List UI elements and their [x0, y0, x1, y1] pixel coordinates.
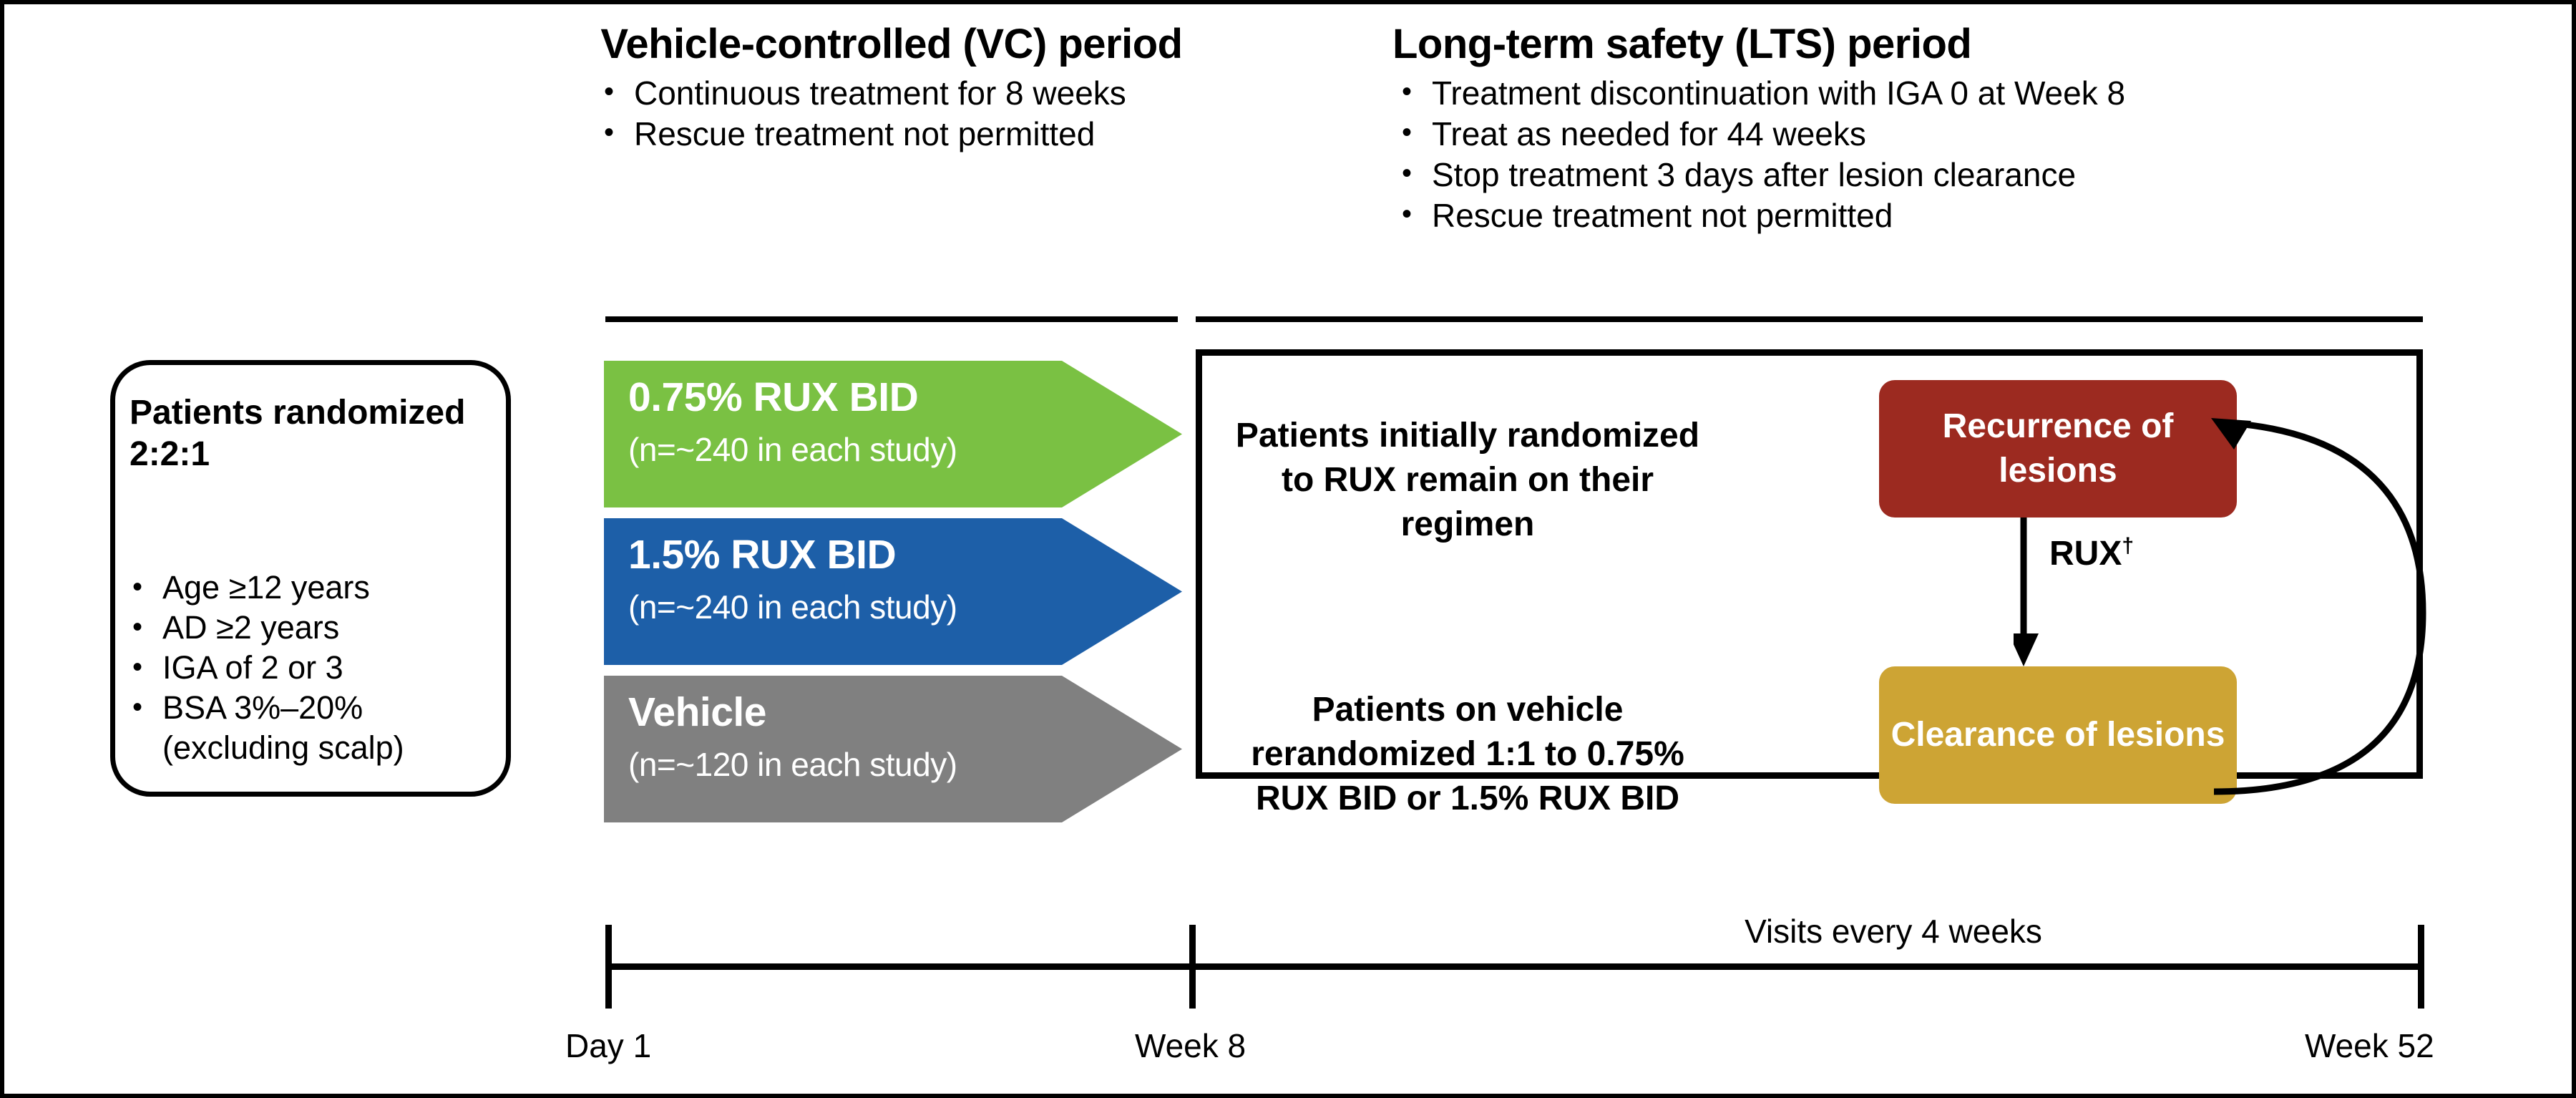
- criterion-item: AD ≥2 years: [125, 607, 512, 648]
- lts-period-bullets: Treatment discontinuation with IGA 0 at …: [1396, 72, 2125, 236]
- vc-bullet: Continuous treatment for 8 weeks: [598, 72, 1126, 114]
- recurrence-label: Recurrence of lesions: [1942, 407, 2174, 490]
- criterion-text: Age ≥12 years: [162, 569, 370, 606]
- criterion-text: AD ≥2 years: [162, 609, 340, 646]
- lts-bullet: Treatment discontinuation with IGA 0 at …: [1396, 72, 2125, 114]
- criterion-item: BSA 3%–20% (excluding scalp): [125, 687, 512, 768]
- eligibility-criteria-list: Age ≥12 years AD ≥2 years IGA of 2 or 3 …: [125, 567, 512, 768]
- treatment-arm-vehicle: Vehicle (n=~120 in each study): [604, 676, 1182, 822]
- treatment-arm-rux-15: 1.5% RUX BID (n=~240 in each study): [604, 518, 1182, 665]
- lts-bullet: Treat as needed for 44 weeks: [1396, 112, 2125, 155]
- lts-period-title: Long-term safety (LTS) period: [1392, 21, 1972, 67]
- arm-sample-size: (n=~120 in each study): [628, 746, 957, 783]
- timeline-tick-week8: [1189, 925, 1196, 1009]
- timeline-axis: [605, 963, 2424, 970]
- rux-treatment-arrow-label: RUX†: [2049, 534, 2135, 573]
- clearance-label: Clearance of lesions: [1890, 716, 2225, 754]
- timeline-tick-week52: [2418, 925, 2424, 1009]
- timeline-tick-day1: [605, 925, 612, 1009]
- criterion-text: IGA of 2 or 3: [162, 649, 343, 686]
- visits-frequency-note: Visits every 4 weeks: [1745, 913, 2042, 950]
- criterion-text: BSA 3%–20%: [162, 689, 364, 726]
- timeline-label-day1: Day 1: [565, 1027, 652, 1064]
- down-arrow-icon: [2014, 518, 2039, 666]
- clearance-of-lesions-box: Clearance of lesions: [1879, 666, 2237, 804]
- lts-bullet: Rescue treatment not permitted: [1396, 194, 2125, 236]
- criterion-text-continued: (excluding scalp): [162, 729, 404, 766]
- patients-randomized-title: Patients randomized 2:2:1: [130, 394, 466, 473]
- timeline-label-week52: Week 52: [2305, 1027, 2434, 1064]
- arm-sample-size: (n=~240 in each study): [628, 431, 957, 468]
- criterion-item: Age ≥12 years: [125, 567, 512, 608]
- arm-label: 0.75% RUX BID: [628, 374, 919, 420]
- lts-paragraph-vehicle-rerandomized: Patients on vehicle rerandomized 1:1 to …: [1251, 691, 1684, 817]
- vc-period-title: Vehicle-controlled (VC) period: [600, 21, 1183, 67]
- vc-period-bracket: [605, 316, 1178, 322]
- arm-sample-size: (n=~240 in each study): [628, 588, 957, 626]
- lts-period-bracket: [1196, 316, 2423, 322]
- criterion-item: IGA of 2 or 3: [125, 647, 512, 688]
- vc-period-bullets: Continuous treatment for 8 weeks Rescue …: [598, 72, 1126, 155]
- curved-return-arrow-icon: [2211, 418, 2426, 795]
- timeline-label-week8: Week 8: [1135, 1027, 1246, 1064]
- vc-bullet: Rescue treatment not permitted: [598, 112, 1126, 155]
- lts-bullet: Stop treatment 3 days after lesion clear…: [1396, 153, 2125, 195]
- arm-label: Vehicle: [628, 689, 766, 735]
- patients-randomized-box: Patients randomized 2:2:1 Age ≥12 years …: [110, 360, 511, 797]
- recurrence-of-lesions-box: Recurrence of lesions: [1879, 380, 2237, 518]
- arm-label: 1.5% RUX BID: [628, 532, 897, 578]
- treatment-arm-rux-075: 0.75% RUX BID (n=~240 in each study): [604, 361, 1182, 507]
- lts-paragraph-rux-continue: Patients initially randomized to RUX rem…: [1235, 417, 1700, 543]
